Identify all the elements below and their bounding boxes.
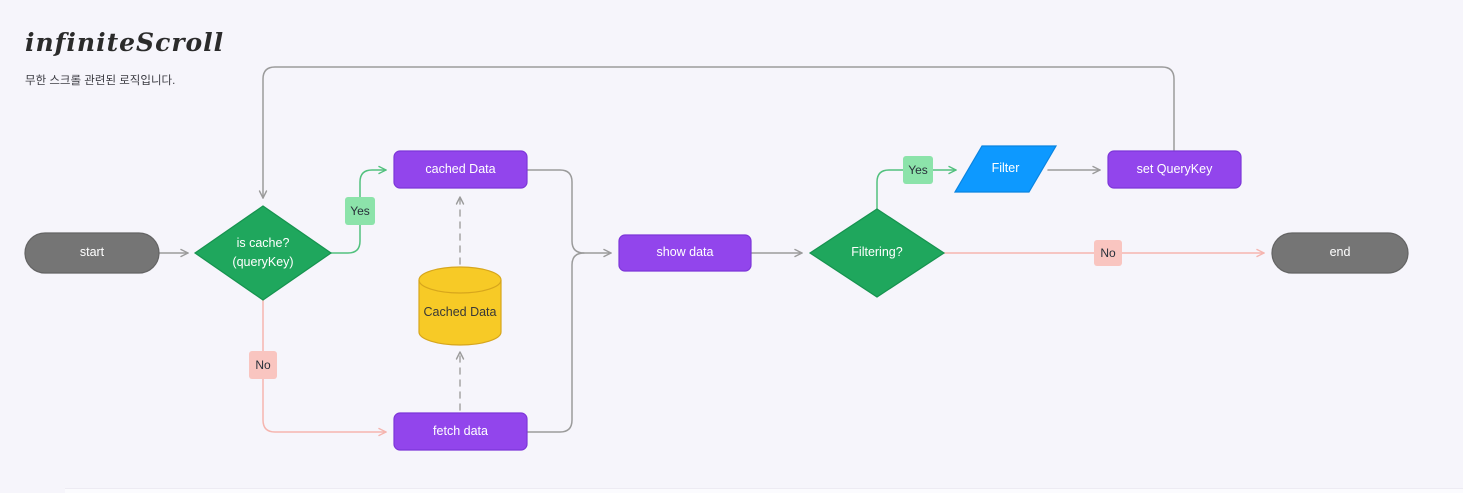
edge-fetchdata-to-showdata: [526, 252, 585, 433]
is-cache-diamond-shape: [193, 205, 333, 301]
cached-db-cylinder-body: [418, 280, 502, 346]
edge-label-no-cache: No: [249, 351, 277, 379]
page-title: infiniteScroll: [25, 28, 225, 57]
edge-label-yes-cache: Yes: [345, 197, 375, 225]
page-subtitle: 무한 스크롤 관련된 로직입니다.: [25, 75, 176, 87]
set-querykey-node-shape: [1107, 150, 1242, 189]
edge-label-no-filtering: No: [1094, 240, 1122, 266]
filtering-diamond-shape: [808, 208, 946, 298]
edge-filtering-yes-to-filter: [876, 165, 957, 210]
page-bottom-edge: [65, 488, 1463, 493]
edge-label-yes-filtering: Yes: [903, 156, 933, 184]
edge-cacheddata-to-showdata: [526, 169, 612, 258]
cached-db-cylinder-top: [418, 266, 502, 294]
start-node-shape: [24, 232, 160, 274]
show-data-node-shape: [618, 234, 752, 272]
fetch-data-node-shape: [393, 412, 528, 451]
edge-setquerykey-to-iscache: [258, 66, 1175, 199]
filter-parallelogram-shape: [953, 145, 1058, 193]
edge-iscache-no-to-fetchdata: [262, 299, 387, 437]
end-node-shape: [1271, 232, 1409, 274]
cached-data-node-shape: [393, 150, 528, 189]
